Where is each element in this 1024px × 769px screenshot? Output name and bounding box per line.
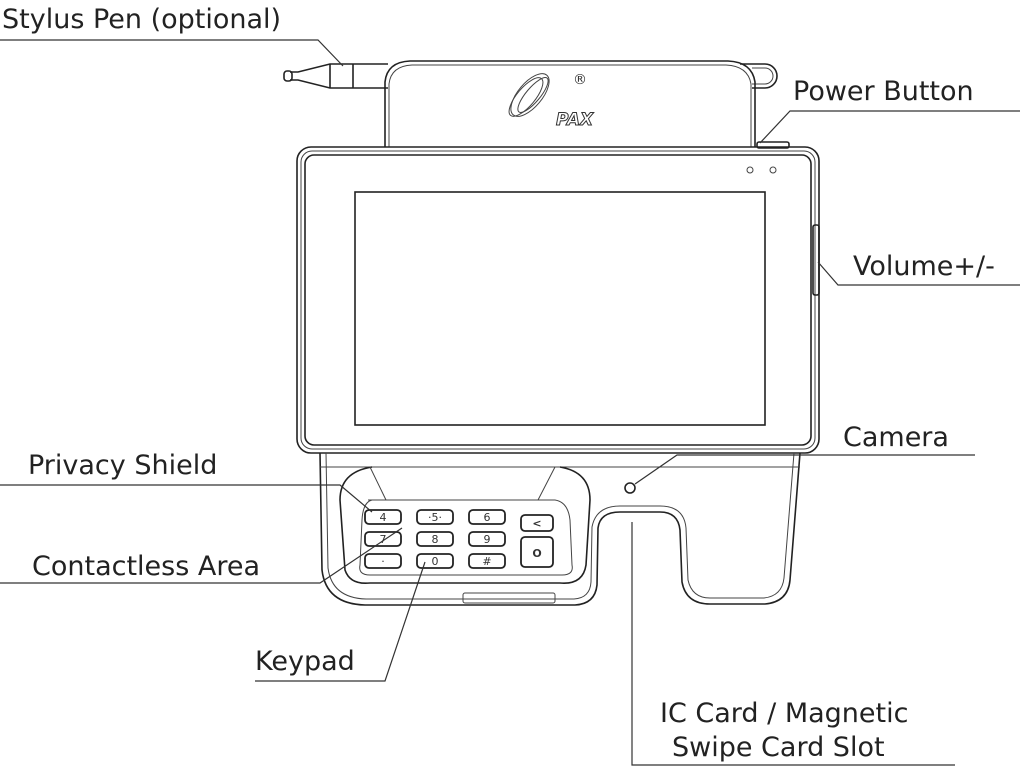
label-camera: Camera [843, 422, 949, 453]
callout-keypad: Keypad [255, 561, 426, 682]
stylus-pen [283, 63, 778, 89]
key-label: 4 [380, 511, 387, 524]
camera-lens [624, 482, 636, 494]
key-ok[interactable]: O [520, 536, 554, 568]
callout-stylus: Stylus Pen (optional) [0, 4, 344, 67]
lower-base [319, 452, 801, 606]
label-card-line2: Swipe Card Slot [672, 732, 885, 763]
key-label: 8 [432, 533, 439, 546]
key-8[interactable]: 8 [416, 531, 454, 547]
callout-volume: Volume+/- [817, 251, 1020, 286]
label-keypad: Keypad [255, 646, 355, 677]
key-4[interactable]: 4 [364, 509, 402, 525]
label-volume: Volume+/- [853, 251, 995, 282]
callout-card-slot: IC Card / Magnetic Swipe Card Slot [631, 522, 955, 766]
key-0[interactable]: 0 [416, 553, 454, 569]
key-label: 6 [484, 511, 491, 524]
key-label: 7 [380, 533, 387, 546]
power-button[interactable] [756, 141, 790, 149]
key-label: O [532, 547, 541, 560]
privacy-shield [339, 466, 591, 585]
keypad: 4 ·5· 6 < 7 8 9 O · 0 # [364, 509, 554, 569]
key-label: · [381, 555, 385, 568]
key-label: ·5· [428, 511, 442, 524]
key-9[interactable]: 9 [468, 531, 506, 547]
key-5[interactable]: ·5· [416, 509, 454, 525]
label-card-line1: IC Card / Magnetic [660, 698, 908, 729]
key-6[interactable]: 6 [468, 509, 506, 525]
key-back[interactable]: < [520, 514, 554, 532]
callout-power: Power Button [759, 76, 1020, 144]
top-block: PAX ® [384, 60, 756, 147]
sensor-dot [769, 166, 777, 174]
key-label: < [532, 517, 541, 530]
label-privacy: Privacy Shield [28, 450, 217, 481]
sensor-dot [746, 166, 754, 174]
key-label: 0 [432, 555, 439, 568]
volume-button[interactable] [812, 224, 820, 296]
logo-text: PAX [556, 110, 594, 130]
display-screen[interactable] [354, 191, 766, 426]
key-label: # [482, 555, 491, 568]
callout-contactless: Contactless Area [0, 527, 403, 584]
pax-logo: PAX ® [508, 72, 595, 131]
key-7[interactable]: 7 [364, 531, 402, 547]
key-star[interactable]: · [364, 553, 402, 569]
registered-mark: ® [573, 72, 587, 88]
label-power: Power Button [793, 76, 974, 107]
label-contactless: Contactless Area [32, 551, 260, 582]
callout-camera: Camera [634, 422, 975, 485]
label-stylus: Stylus Pen (optional) [2, 4, 281, 35]
main-body [296, 146, 820, 454]
callout-privacy: Privacy Shield [0, 450, 373, 513]
key-label: 9 [484, 533, 491, 546]
key-hash[interactable]: # [468, 553, 506, 569]
